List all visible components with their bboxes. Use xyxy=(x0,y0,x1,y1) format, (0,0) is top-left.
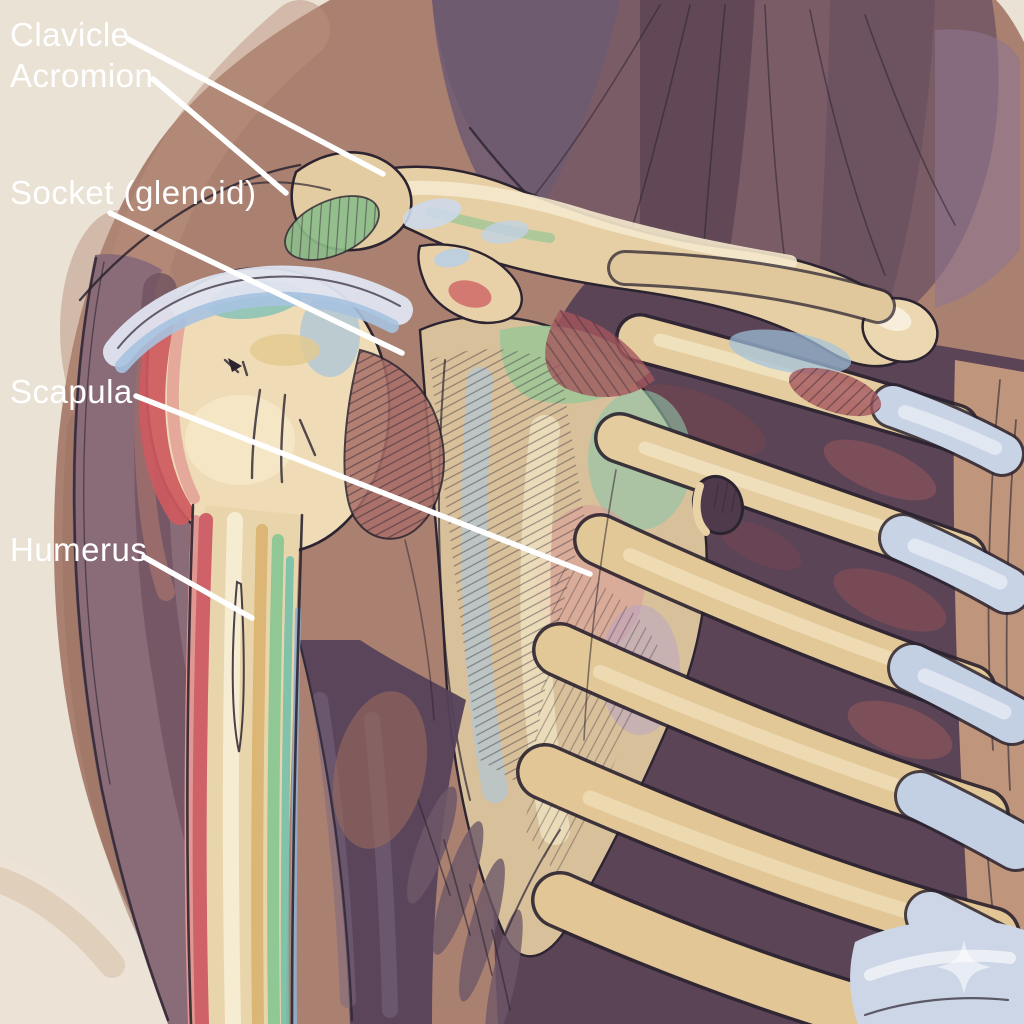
label-text-socket: Socket (glenoid) xyxy=(10,174,256,211)
rotator-cuff-tendon xyxy=(343,348,445,540)
label-text-humerus: Humerus xyxy=(10,531,147,568)
leader-line-humerus xyxy=(141,554,255,621)
scapula-notch xyxy=(691,474,745,536)
label-text-acromion: Acromion xyxy=(10,57,153,94)
humerus-shaft xyxy=(184,503,304,1024)
leader-line-acromion xyxy=(150,76,289,196)
sparkle-icon xyxy=(937,940,991,994)
label-text-scapula: Scapula xyxy=(10,373,133,410)
label-text-clavicle: Clavicle xyxy=(10,16,130,53)
clavicle-bone xyxy=(327,165,939,417)
annotation-layer: Clavicle Acromion Socket (glenoid) Scapu… xyxy=(10,16,593,621)
rib-7 xyxy=(531,871,1024,1024)
label-clavicle: Clavicle xyxy=(10,16,386,177)
costal-cartilage xyxy=(850,383,1024,1024)
leader-line-socket xyxy=(107,210,405,356)
leader-line-clavicle xyxy=(125,36,386,177)
label-scapula: Scapula xyxy=(10,373,593,577)
humerus-head xyxy=(103,265,413,556)
label-acromion: Acromion xyxy=(10,57,289,196)
serratus-muscle-slips xyxy=(332,691,523,1024)
label-socket-glenoid: Socket (glenoid) xyxy=(10,174,405,356)
label-humerus: Humerus xyxy=(10,531,255,621)
coracoid-process xyxy=(417,243,655,398)
neck-muscle-mass xyxy=(432,0,1020,351)
acromion-process xyxy=(284,151,529,261)
leader-line-scapula xyxy=(133,393,593,577)
sketch-lines xyxy=(78,163,617,936)
